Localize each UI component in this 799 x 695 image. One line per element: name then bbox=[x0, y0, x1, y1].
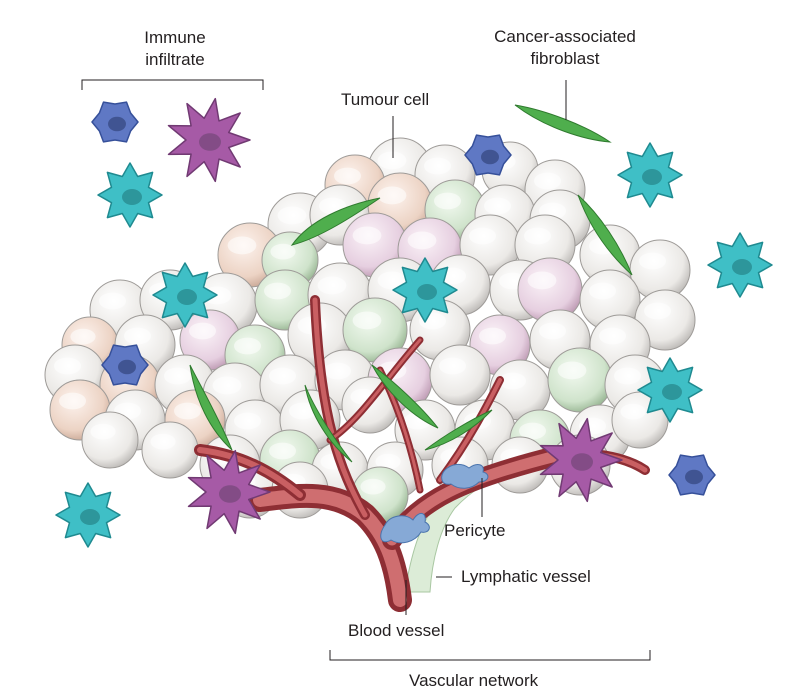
tumour-cell bbox=[429, 344, 491, 406]
tumour-cell-highlight bbox=[589, 282, 616, 300]
tumour-cell-highlight bbox=[264, 282, 291, 300]
cyan-immune-cell-nucleus bbox=[642, 169, 662, 185]
tumour-cell-highlight bbox=[360, 478, 386, 495]
tumour-cell-highlight bbox=[534, 172, 561, 190]
blood-vessel-label: Blood vessel bbox=[348, 621, 445, 640]
tumour-cell-highlight bbox=[164, 367, 191, 385]
tumour-cell bbox=[81, 411, 139, 469]
purple-immune-cell-nucleus bbox=[219, 485, 241, 503]
tumour-cell-highlight bbox=[289, 402, 316, 420]
cyan-immune-cell-nucleus bbox=[177, 289, 197, 305]
tumour-cell-highlight bbox=[189, 322, 216, 340]
blue-immune-cell-nucleus bbox=[685, 469, 703, 485]
tumour-cell-highlight bbox=[557, 361, 587, 380]
tumour-cell-highlight bbox=[150, 433, 176, 450]
tumour-cell-highlight bbox=[269, 442, 296, 460]
tumour-cell-highlight bbox=[424, 157, 451, 175]
tumour-cell-highlight bbox=[524, 227, 551, 245]
tumour-cell-highlight bbox=[479, 327, 506, 345]
tumour-cell-highlight bbox=[527, 271, 557, 290]
cancer-associated-fibroblast-label: Cancer-associated fibroblast bbox=[470, 26, 660, 70]
tumour-cell-highlight bbox=[212, 376, 242, 395]
tumour-cell-highlight bbox=[174, 402, 201, 420]
cyan-immune-cell-nucleus bbox=[662, 384, 682, 400]
pericyte-cells bbox=[380, 463, 489, 544]
tumour-cell-highlight bbox=[124, 327, 151, 345]
tumour-cell-label: Tumour cell bbox=[341, 90, 430, 109]
tumour-cell-highlight bbox=[439, 357, 466, 375]
tumour-cell-highlight bbox=[469, 227, 496, 245]
tumour-cell-highlight bbox=[620, 403, 646, 420]
immune-label-line2: infiltrate bbox=[145, 50, 205, 69]
tumour-cell-mass bbox=[44, 137, 696, 524]
tumour-cell-highlight bbox=[234, 337, 261, 355]
cyan-immune-cell-nucleus bbox=[417, 284, 437, 300]
tumour-cell-highlight bbox=[377, 271, 407, 290]
tumour-cell-highlight bbox=[407, 231, 437, 250]
cyan-immune-cell-nucleus bbox=[122, 189, 142, 205]
tumour-cell-highlight bbox=[484, 197, 511, 215]
tumour-cell-highlight bbox=[270, 243, 296, 260]
tumour-cell bbox=[141, 421, 199, 479]
tumour-cell-highlight bbox=[269, 367, 296, 385]
immune-infiltrate-label: Immune infiltrate bbox=[120, 27, 230, 71]
purple-immune-cell-nucleus bbox=[199, 133, 221, 151]
cyan-immune-cell-nucleus bbox=[732, 259, 752, 275]
immune-cells bbox=[55, 97, 773, 548]
tumour-cell-highlight bbox=[644, 302, 671, 320]
blue-immune-cell-nucleus bbox=[108, 116, 126, 132]
cyan-immune-cell-nucleus bbox=[80, 509, 100, 525]
tumour-cell-highlight bbox=[539, 322, 566, 340]
leader-lines bbox=[392, 80, 567, 615]
tumour-cell-highlight bbox=[639, 252, 666, 270]
tumour-cell-highlight bbox=[227, 236, 257, 255]
caf-label-line1: Cancer-associated bbox=[494, 27, 636, 46]
purple-immune-cell-nucleus bbox=[571, 453, 593, 471]
immune-infiltrate-bracket bbox=[81, 79, 264, 90]
blue-immune-cell-nucleus bbox=[481, 149, 499, 165]
vascular-network-bracket bbox=[329, 650, 651, 661]
tumour-cell-highlight bbox=[70, 328, 96, 345]
tumour-cell-highlight bbox=[317, 276, 347, 295]
tumour-cell-highlight bbox=[334, 167, 361, 185]
tumour-cell-highlight bbox=[99, 292, 126, 310]
vascular-network-label: Vascular network bbox=[409, 671, 539, 690]
immune-label-line1: Immune bbox=[144, 28, 206, 47]
tumour-cell-highlight bbox=[434, 192, 461, 210]
tumour-cell-highlight bbox=[90, 423, 116, 440]
tumour-cell-highlight bbox=[375, 453, 401, 470]
pericyte-label: Pericyte bbox=[444, 521, 506, 540]
tumour-cell-highlight bbox=[352, 226, 382, 245]
tumour-cell-highlight bbox=[614, 367, 641, 385]
tumour-cell-highlight bbox=[352, 311, 382, 330]
tumour-cell-highlight bbox=[234, 412, 261, 430]
tumour-cell-highlight bbox=[59, 392, 86, 410]
tumour-cell-highlight bbox=[377, 186, 407, 205]
tumour-cell bbox=[547, 347, 613, 413]
tumour-cell-highlight bbox=[277, 206, 307, 225]
tumour-cell-highlight bbox=[324, 362, 351, 380]
lymphatic-vessel-label: Lymphatic vessel bbox=[461, 567, 591, 586]
tumour-cell-highlight bbox=[54, 357, 81, 375]
tumour-cell-highlight bbox=[377, 151, 407, 170]
caf-label-line2: fibroblast bbox=[530, 49, 600, 68]
blue-immune-cell-nucleus bbox=[118, 359, 136, 375]
tumour-cell-highlight bbox=[499, 372, 526, 390]
tumour-cell-highlight bbox=[599, 327, 626, 345]
tumour-cell-highlight bbox=[519, 422, 546, 440]
cancer-associated-fibroblasts bbox=[189, 104, 633, 463]
